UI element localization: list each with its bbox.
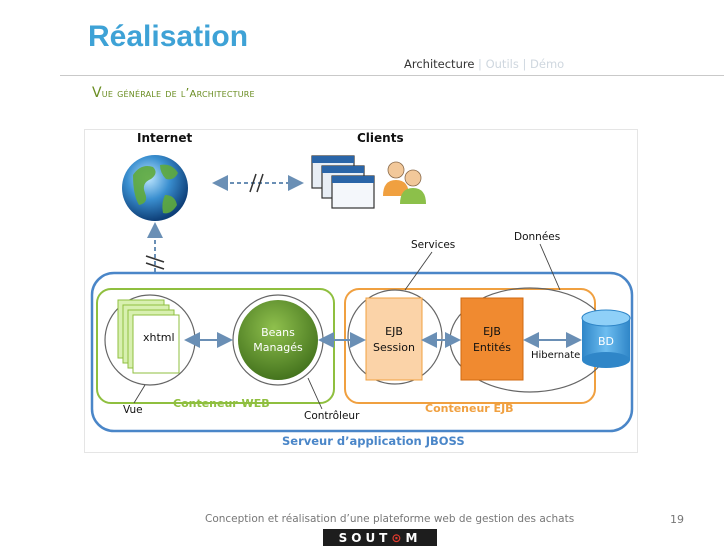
slide-title: Réalisation	[88, 20, 249, 53]
hibernate-label: Hibernate	[531, 350, 580, 361]
break-mark	[249, 173, 257, 193]
soutom-logo: SOUT⊙M	[323, 529, 437, 546]
beans-label: Beans	[261, 326, 295, 339]
nav-demo[interactable]: Démo	[530, 57, 565, 71]
break-mark	[256, 173, 264, 193]
controleur-label: Contrôleur	[304, 410, 360, 422]
users-icon	[383, 161, 426, 204]
xhtml-pages-icon	[117, 299, 180, 374]
donnees-label: Données	[514, 231, 560, 243]
globe-icon	[122, 155, 188, 221]
xhtml-label: xhtml	[143, 331, 175, 344]
services-label: Services	[411, 239, 455, 251]
breadcrumb: Architecture | Outils | Démo	[404, 57, 564, 71]
footer-text: Conception et réalisation d’une platefor…	[205, 513, 575, 525]
nav-separator: |	[518, 57, 531, 71]
ejb-session-label: Session	[373, 341, 415, 354]
ejb-entites-label: EJB	[483, 325, 501, 338]
server-label: Serveur d’application JBOSS	[282, 434, 465, 448]
page-number: 19	[670, 513, 684, 526]
controleur-pointer	[307, 377, 323, 410]
nav-outils[interactable]: Outils	[485, 57, 519, 71]
database-icon	[581, 309, 631, 368]
browser-windows-icon	[311, 155, 375, 209]
ejb-entites-box	[460, 297, 524, 381]
bd-label: BD	[598, 335, 614, 348]
ejb-session-box	[365, 297, 423, 381]
vue-label: Vue	[123, 404, 143, 416]
slide-subtitle: Vue générale de l’architecture	[92, 85, 255, 101]
title-divider	[60, 75, 724, 76]
vue-pointer	[133, 384, 146, 404]
nav-architecture[interactable]: Architecture	[404, 57, 475, 71]
donnees-pointer	[539, 243, 561, 291]
ejb-container-label: Conteneur EJB	[425, 402, 514, 415]
nav-separator: |	[474, 57, 486, 71]
beans-label: Managés	[253, 341, 303, 354]
internet-label: Internet	[137, 131, 192, 145]
ejb-entites-label: Entités	[473, 341, 511, 354]
beans-managed-circle	[238, 300, 318, 380]
services-pointer	[404, 251, 433, 291]
break-mark	[145, 255, 165, 263]
break-mark	[145, 262, 165, 270]
ejb-session-label: EJB	[385, 325, 403, 338]
clients-label: Clients	[357, 131, 404, 145]
web-container-label: Conteneur WEB	[173, 397, 270, 410]
